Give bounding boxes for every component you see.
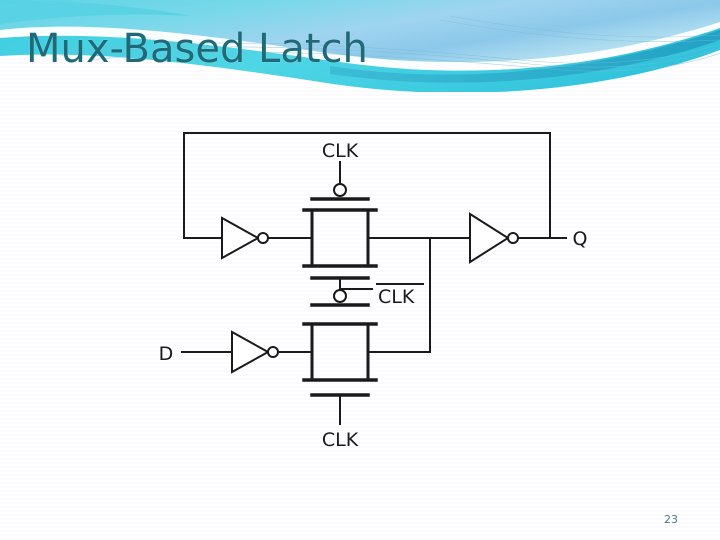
input-inverter-body	[231, 330, 271, 374]
output-inverter-bubble	[507, 232, 519, 244]
clk-top-bubble	[333, 183, 347, 197]
input-inverter-bubble	[267, 346, 279, 358]
feedback-inverter-body	[221, 216, 261, 260]
page-title: Mux-Based Latch	[26, 26, 368, 72]
page-number: 23	[664, 513, 678, 526]
clk-mid-bubble	[333, 289, 347, 303]
feedback-inverter-bubble	[257, 232, 269, 244]
output-inverter-body	[469, 212, 510, 264]
clk-middle-label: CLK	[378, 286, 415, 308]
clk-top-label: CLK	[322, 140, 359, 162]
d-input-label: D	[159, 343, 174, 365]
clk-bottom-label: CLK	[322, 429, 359, 451]
q-output-label: Q	[573, 228, 588, 250]
